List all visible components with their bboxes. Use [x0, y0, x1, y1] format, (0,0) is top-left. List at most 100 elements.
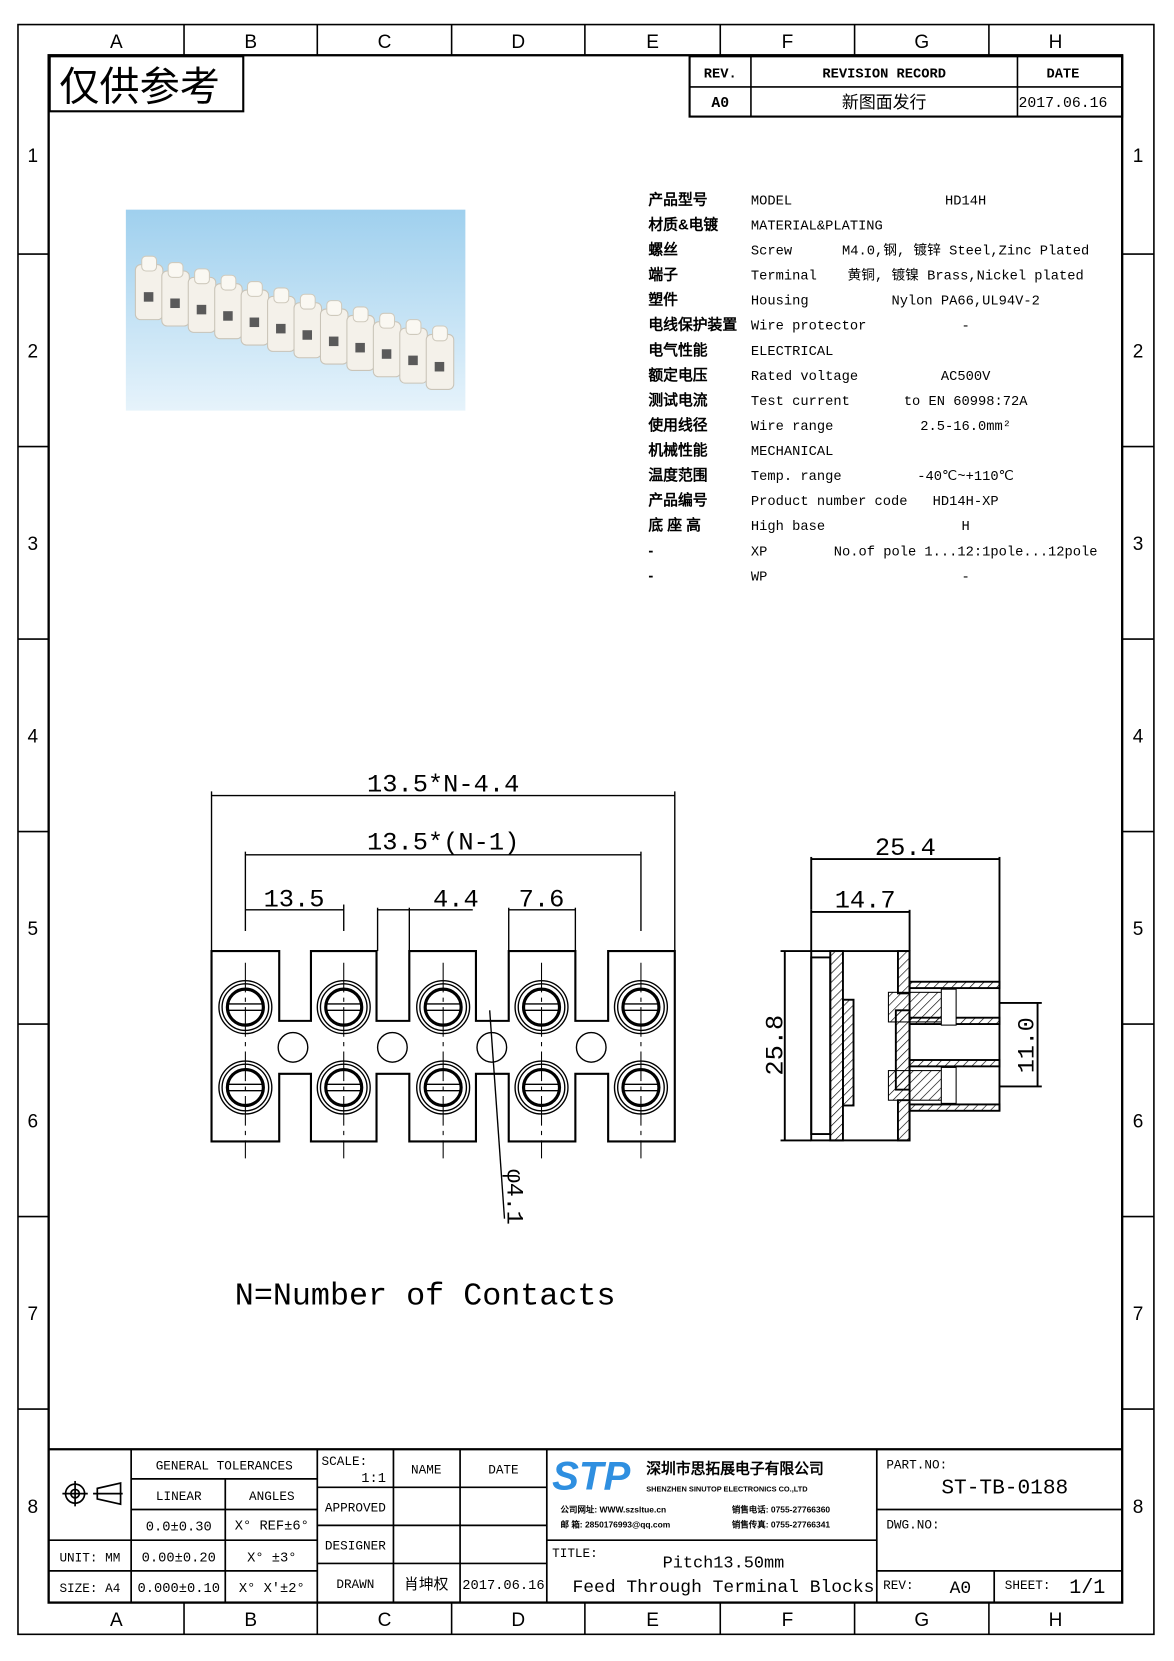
- spec-label-cn: 端子: [648, 266, 678, 284]
- grid-column-label: A: [110, 32, 123, 53]
- terminal-pole: [134, 255, 164, 321]
- grid-column-label: C: [378, 32, 392, 53]
- terminal-pole: [293, 293, 323, 359]
- tol-angle-1: X° REF±6°: [235, 1520, 309, 1535]
- spec-label-en: High base: [751, 519, 825, 535]
- spec-label-en: Temp. range: [751, 470, 842, 485]
- mounting-hole: [575, 1031, 607, 1063]
- tol-linear-3: 0.000±0.10: [138, 1582, 220, 1597]
- terminal-pole: [267, 287, 296, 352]
- spec-label-en: Screw: [751, 244, 793, 259]
- grid-row-label: 4: [27, 727, 38, 748]
- grid-column-label: G: [914, 32, 929, 53]
- spec-value: to EN 60998:72A: [904, 395, 1028, 410]
- spec-label-en: WP: [751, 570, 767, 585]
- front-view: 13.5*N-4.4 13.5*(N-1) 13.5 4.4 7.6 φ4.1: [210, 770, 676, 1225]
- mounting-hole: [277, 1031, 309, 1063]
- grid-row-label: 6: [1133, 1112, 1144, 1133]
- company-fax: 销售传真: 0755-27766341: [732, 1519, 831, 1529]
- grid-column-label: D: [511, 1610, 525, 1631]
- grid-column-label: C: [378, 1610, 392, 1631]
- spec-label-cn: 产品型号: [648, 190, 707, 208]
- grid-column-label: E: [646, 1610, 659, 1631]
- spec-label-en: MODEL: [751, 194, 792, 209]
- dim-span: 13.5*(N-1): [367, 829, 519, 858]
- approved-label: APPROVED: [325, 1501, 386, 1516]
- terminal-pole: [372, 312, 402, 378]
- terminal-pole: [399, 319, 428, 384]
- grid-row-label: 6: [27, 1112, 38, 1133]
- rev-label: REV:: [883, 1578, 913, 1593]
- spec-value: -: [962, 320, 970, 335]
- terminal-pole: [319, 300, 349, 365]
- sheet-label: SHEET:: [1005, 1578, 1051, 1593]
- part-no-value: ST-TB-0188: [941, 1477, 1068, 1501]
- grid-row-label: 3: [27, 534, 38, 555]
- grid-column-label: E: [646, 32, 659, 53]
- title-block: GENERAL TOLERANCES LINEAR ANGLES 0.0±0.3…: [48, 1448, 1123, 1603]
- terminal-pole: [214, 274, 243, 340]
- drawn-label: DRAWN: [336, 1577, 374, 1592]
- terminal-pole: [161, 262, 190, 327]
- spec-value: HD14H-XP: [933, 495, 999, 510]
- spec-value: HD14H: [945, 194, 986, 209]
- title-label: TITLE:: [552, 1546, 598, 1561]
- grid-row-label: 7: [1133, 1304, 1144, 1325]
- spec-label-cn: 额定电压: [648, 366, 707, 384]
- tol-angle-3: X° X'±2°: [239, 1581, 305, 1597]
- title-line-1: Pitch13.50mm: [663, 1555, 785, 1574]
- tol-linear-2: 0.00±0.20: [142, 1551, 216, 1566]
- spec-label-en: Product number code: [751, 494, 908, 510]
- grid-column-label: A: [110, 1610, 123, 1631]
- side-view: 25.4 14.7 25.8 11.0: [762, 834, 1042, 1142]
- product-photo: [125, 209, 466, 411]
- dim-width: 7.6: [519, 886, 565, 915]
- grid-row-label: 8: [1133, 1497, 1144, 1518]
- spec-value: -: [962, 570, 970, 585]
- company-logo-text: STP: [552, 1453, 630, 1498]
- grid-row-label: 5: [1133, 919, 1144, 940]
- grid-column-label: B: [244, 32, 257, 53]
- spec-value: H: [962, 520, 970, 535]
- dim-hole: φ4.1: [501, 1169, 527, 1225]
- spec-label-en: Wire range: [751, 419, 833, 435]
- spec-label-en: ELECTRICAL: [751, 345, 833, 360]
- spec-value: Nylon PA66,UL94V-2: [891, 294, 1039, 310]
- spec-label-cn: -: [648, 568, 653, 584]
- dim-height: 25.8: [762, 1015, 791, 1076]
- rev-value: A0: [711, 96, 729, 112]
- drawn-by-name: 肖坤权: [404, 1576, 449, 1593]
- rev-value-title: A0: [950, 1579, 972, 1599]
- size-label: SIZE: A4: [59, 1581, 120, 1596]
- grid-column-label: H: [1049, 1610, 1063, 1631]
- designer-label: DESIGNER: [325, 1539, 386, 1554]
- dim-overall: 13.5*N-4.4: [367, 770, 519, 799]
- spec-label-cn: 螺丝: [648, 240, 678, 258]
- spec-label-cn: 电线保护装置: [648, 316, 737, 334]
- linear-label: LINEAR: [156, 1489, 202, 1504]
- spec-label-cn: 机械性能: [648, 441, 707, 459]
- spec-value: 黄铜, 镀镍 Brass,Nickel plated: [848, 267, 1084, 285]
- grid-row-label: 8: [27, 1497, 38, 1518]
- date-column-header: DATE: [488, 1463, 518, 1478]
- spec-label-en: XP: [751, 545, 767, 560]
- spec-value: AC500V: [941, 370, 991, 385]
- grid-row-label: 7: [27, 1304, 38, 1325]
- grid-row-label: 4: [1133, 727, 1144, 748]
- spec-label-cn: 使用线径: [647, 416, 707, 434]
- grid-column-label: D: [511, 32, 525, 53]
- company-phone: 销售电话: 0755-27766360: [732, 1505, 831, 1515]
- terminal-pole: [425, 325, 455, 390]
- spec-label-cn: 材质&电镀: [648, 215, 718, 233]
- grid-row-label: 3: [1133, 534, 1144, 555]
